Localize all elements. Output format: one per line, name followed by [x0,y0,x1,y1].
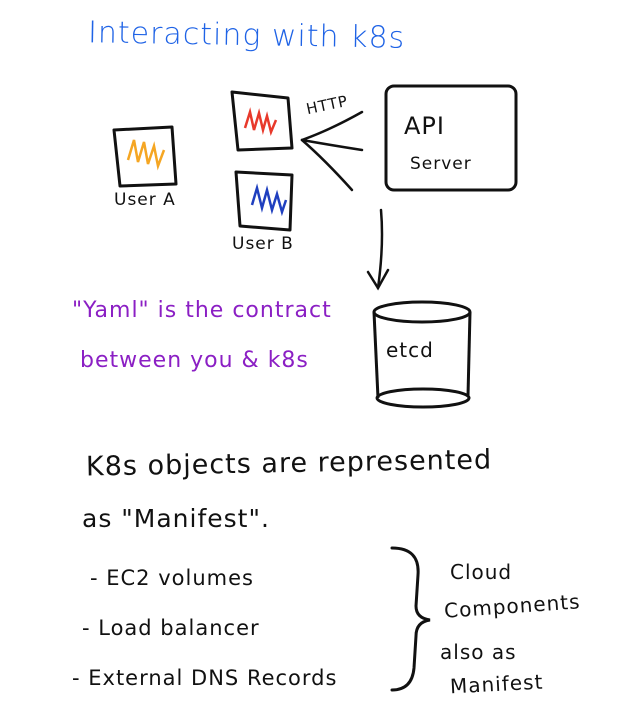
contract-note-line1: "Yaml" is the contract [72,298,332,323]
document-icon-red [230,90,294,152]
curly-brace [390,546,431,692]
api-label: API [404,112,445,140]
bullet-external-dns: - External DNS Records [72,666,338,690]
bullet-load-balancer: - Load balancer [82,616,260,640]
brace-note-cloud: Cloud [450,560,513,584]
brace-note-also-as: also as [440,640,517,664]
contract-note-line2: between you & k8s [80,348,309,373]
brace-note-manifest: Manifest [449,669,544,699]
api-server-box [384,84,518,192]
document-icon-user-a [112,125,178,188]
page-title: Interacting with k8s [87,15,406,56]
etcd-cylinder [372,300,472,409]
connection-lines [300,110,364,192]
bullet-ec2-volumes: - EC2 volumes [90,566,254,590]
server-label: Server [410,154,472,174]
arrow-api-to-etcd [366,208,390,291]
user-a-label: User A [114,190,176,210]
manifest-statement-line2: as "Manifest". [82,504,270,533]
document-icon-user-b [234,170,294,232]
user-b-label: User B [232,234,294,254]
etcd-label: etcd [386,338,434,362]
